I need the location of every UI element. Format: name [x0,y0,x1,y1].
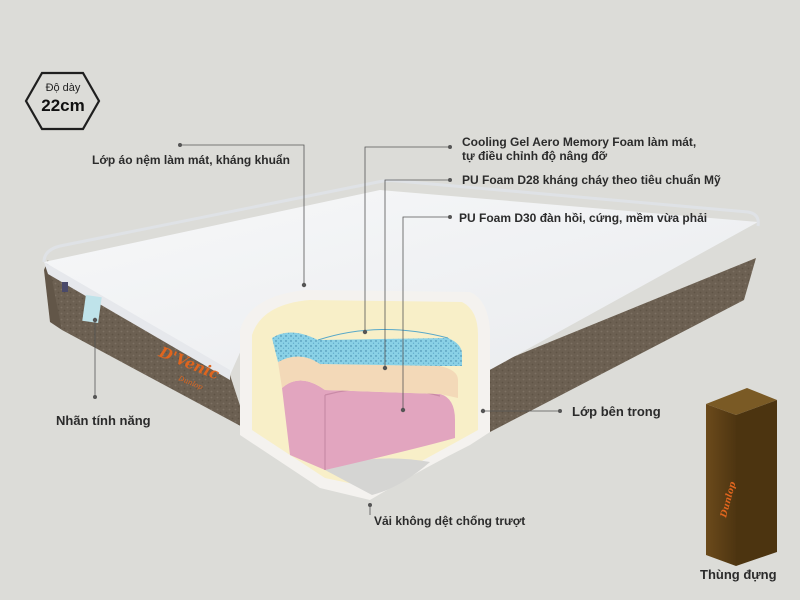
thickness-badge-hexagon [24,71,101,131]
mattress-top-cover [42,179,760,380]
callout-cover: Lớp áo nệm làm mát, kháng khuẩn [92,153,290,167]
callout-inner-layer: Lớp bên trong [572,404,661,419]
callout-bottom-fabric: Vải không dệt chống trượt [374,514,526,528]
cutaway-section [240,290,490,500]
box-caption: Thùng đựng [700,567,777,582]
gel-memory-foam-layer [272,332,462,366]
callout-lines [92,142,563,515]
callout-gel-line1: Cooling Gel Aero Memory Foam làm mát, [462,135,697,149]
callout-pu28: PU Foam D28 kháng cháy theo tiêu chuẩn M… [462,173,721,187]
packaging-box: Dunlop [706,388,777,566]
thickness-label: Độ dày [45,82,81,94]
callout-pu30: PU Foam D30 đàn hồi, cứng, mềm vừa phải [459,211,708,225]
thickness-value: 22cm [41,96,85,115]
pu28-layer [278,356,458,398]
callout-gel-line2: tự điều chỉnh độ nâng đỡ [462,149,608,163]
thickness-badge: Độ dày 22cm [26,72,100,130]
feature-tag-graphic [62,282,102,323]
callout-feature-tag: Nhãn tính năng [56,413,151,428]
